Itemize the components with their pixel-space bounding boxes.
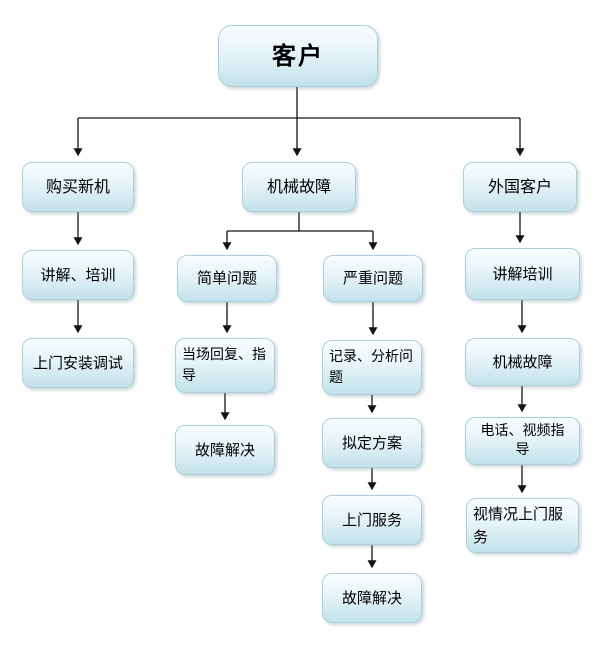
node-buy-new-machine-label: 购买新机 [45,177,110,197]
node-phone-video-guide-label: 电话、视频指导 [480,423,565,458]
node-mechanical-failure-right-label: 机械故障 [492,352,553,371]
node-fault-resolved-mid-label: 故障解决 [341,588,402,607]
node-serious-problem-label: 严重问题 [342,269,403,288]
node-mechanical-failure: 机械故障 [242,162,356,212]
node-serious-problem: 严重问题 [323,255,423,302]
node-fault-resolved-mid: 故障解决 [322,573,422,623]
node-phone-video-guide: 电话、视频指导 [465,417,580,465]
node-draft-plan-label: 拟定方案 [341,433,402,452]
node-onsite-install-debug-label: 上门安装调试 [32,353,123,372]
node-onsite-as-needed: 视情况上门服务 [466,498,579,553]
node-buy-new-machine: 购买新机 [22,162,134,212]
node-mechanical-failure-right: 机械故障 [465,338,580,386]
node-onsite-service-label: 上门服务 [341,510,402,529]
node-record-analyze-problem: 记录、分析问题 [322,340,422,395]
node-onsite-as-needed-label: 视情况上门服务 [473,505,564,546]
node-record-analyze-problem-label: 记录、分析问题 [329,348,413,386]
node-draft-plan: 拟定方案 [322,418,422,468]
node-simple-problem: 简单问题 [177,255,277,302]
node-customer-label: 客户 [272,41,324,70]
node-simple-problem-label: 简单问题 [196,269,257,288]
node-fault-resolved-left: 故障解决 [175,425,275,475]
node-onspot-reply-guide: 当场回复、指导 [175,338,275,393]
node-foreign-customer: 外国客户 [463,162,577,212]
node-fault-resolved-left-label: 故障解决 [194,440,255,459]
node-onspot-reply-guide-label: 当场回复、指导 [182,346,266,384]
node-customer: 客户 [218,25,378,87]
node-foreign-customer-label: 外国客户 [487,177,552,197]
node-explain-training-right-label: 讲解培训 [492,264,553,283]
node-explain-training-label: 讲解、培训 [40,265,116,284]
node-onsite-service: 上门服务 [322,495,422,545]
node-mechanical-failure-label: 机械故障 [266,177,331,197]
node-explain-training: 讲解、培训 [22,250,134,300]
node-onsite-install-debug: 上门安装调试 [22,338,134,388]
node-explain-training-right: 讲解培训 [465,248,580,300]
